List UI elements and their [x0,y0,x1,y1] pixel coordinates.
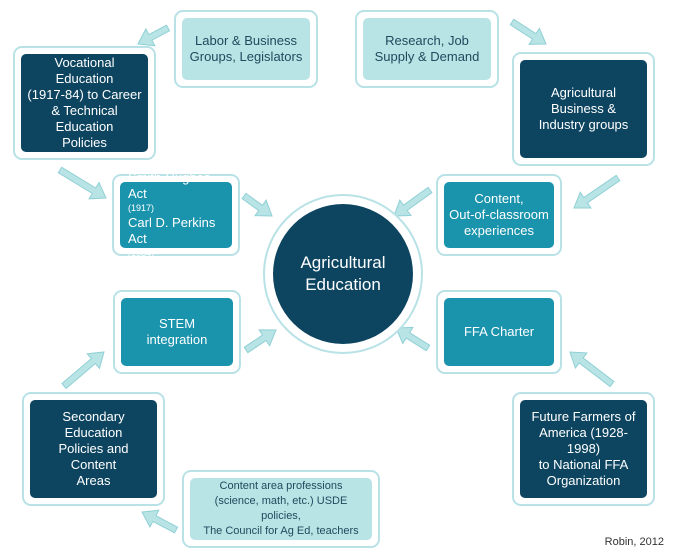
vocational-line-3: & Technical Education [51,103,118,134]
smith-hughes-perkins-box: Smith-Hughes Act (1917) Carl D. Perkins … [112,170,240,258]
agbusiness-line-3: Industry groups [538,117,629,132]
labor-line-1: Labor & Business [195,33,297,48]
arrow-agbusiness-to-content [573,174,621,209]
secondary-line-1: Secondary Education [62,409,125,440]
arrow-labor-to-vocational [137,24,171,47]
content-exp-line-3: experiences [463,223,535,238]
arrow-ffa-to-hub [395,326,431,352]
stem-line-2: integration [146,332,208,347]
credit-text: Robin, 2012 [604,536,664,548]
arrow-content-to-hub [393,186,433,217]
perkins-year: (1984) [128,248,155,258]
arrow-futurefarmers-to-ffa [569,351,615,388]
smith-hughes-year: (1917) [128,203,155,213]
labor-business-box: Labor & Business Groups, Legislators [174,10,318,88]
secondary-education-box: Secondary Education Policies and Content… [22,392,165,506]
arrow-smith-to-hub [241,192,273,217]
arrow-vocational-to-smith [57,166,107,200]
arrow-secondary-to-stem [61,351,105,390]
vocational-education-box: Vocational Education (1917-84) to Career… [13,46,156,160]
ffa-charter-line: FFA Charter [463,324,535,339]
arrow-stem-to-hub [243,329,277,354]
research-line-1: Research, Job [385,33,469,48]
hub-line-2: Education [305,275,381,294]
hub-line-1: Agricultural [300,253,386,272]
content-professions-box: Content area professions (science, math,… [182,470,380,548]
research-box: Research, Job Supply & Demand [355,10,499,88]
vocational-line-1: Vocational Education [54,55,115,86]
future-farmers-line-2: America (1928-1998) [539,425,628,456]
arrow-professions-to-secondary [141,509,179,534]
ffa-charter-box: FFA Charter [436,290,562,374]
ag-business-box: Agricultural Business & Industry groups [512,52,655,166]
stem-integration-box: STEM integration [113,290,241,374]
future-farmers-line-3: to National FFA [538,457,629,472]
content-exp-line-2: Out-of-classroom [449,207,549,222]
professions-line-1: Content area professions [219,480,343,492]
secondary-line-2: Policies and Content [58,441,129,472]
research-line-2: Supply & Demand [374,49,480,64]
professions-line-3: The Council for Ag Ed, teachers [203,525,359,537]
content-experiences-box: Content, Out-of-classroom experiences [436,174,562,256]
agbusiness-line-1: Agricultural [550,85,617,100]
future-farmers-box: Future Farmers of America (1928-1998) to… [512,392,655,506]
labor-line-2: Groups, Legislators [189,49,303,64]
agricultural-education-hub: Agricultural Education [263,194,423,354]
agbusiness-line-2: Business & [550,101,617,116]
arrow-research-to-agbusiness [509,18,547,45]
vocational-line-2: (1917-84) to Career [27,87,142,102]
stem-line-1: STEM [158,316,196,331]
perkins-act: Carl D. Perkins Act [128,215,216,246]
future-farmers-line-4: Organization [546,473,621,488]
vocational-line-4: Policies [62,135,107,150]
professions-line-2: (science, math, etc.) USDE policies, [214,495,348,522]
secondary-line-3: Areas [76,473,111,488]
future-farmers-line-1: Future Farmers of [531,409,636,424]
smith-hughes-act: Smith-Hughes Act [128,170,211,201]
content-exp-line-1: Content, [474,191,524,206]
